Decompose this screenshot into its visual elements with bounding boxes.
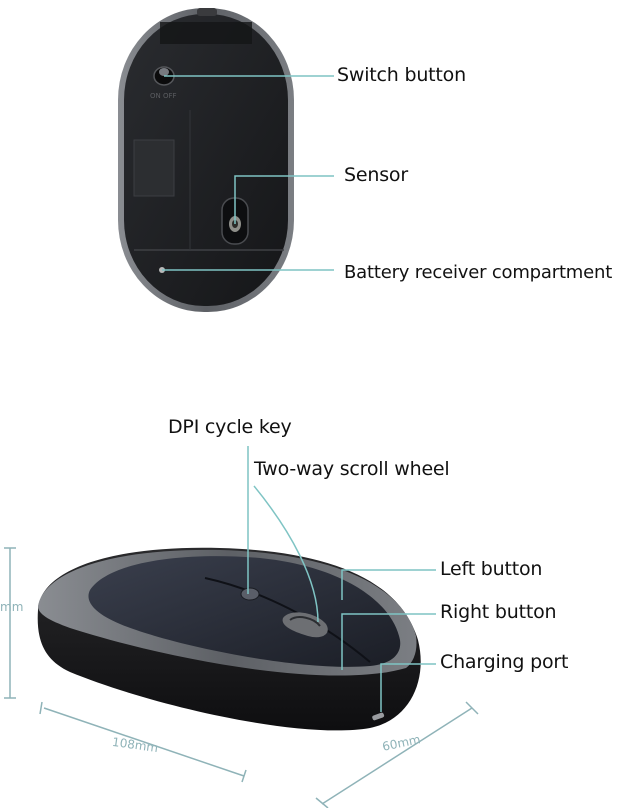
left-button-label: Left button — [440, 558, 543, 580]
height-dimension-line — [4, 547, 16, 699]
right-button-callout-line — [341, 613, 436, 670]
right-button-label: Right button — [440, 601, 557, 623]
height-dimension-label: mm — [0, 600, 24, 614]
sensor-label: Sensor — [344, 164, 408, 186]
charging-port-label: Charging port — [440, 651, 569, 673]
length-dimension-line — [39, 701, 247, 783]
scroll-wheel-label: Two-way scroll wheel — [254, 458, 450, 480]
mouse-side-image — [37, 547, 421, 731]
scroll-wheel-callout-line — [253, 485, 319, 623]
svg-text:ON OFF: ON OFF — [150, 92, 177, 100]
mouse-underside-image: ON OFF — [118, 8, 294, 312]
charging-port-callout-line — [380, 663, 436, 712]
width-dimension-line — [315, 701, 479, 808]
dpi-key-label: DPI cycle key — [168, 416, 292, 438]
sensor-callout-line — [234, 175, 334, 224]
battery-compartment-label: Battery receiver compartment — [344, 262, 613, 283]
left-button-callout-line — [341, 569, 436, 600]
switch-button-label: Switch button — [337, 64, 466, 86]
